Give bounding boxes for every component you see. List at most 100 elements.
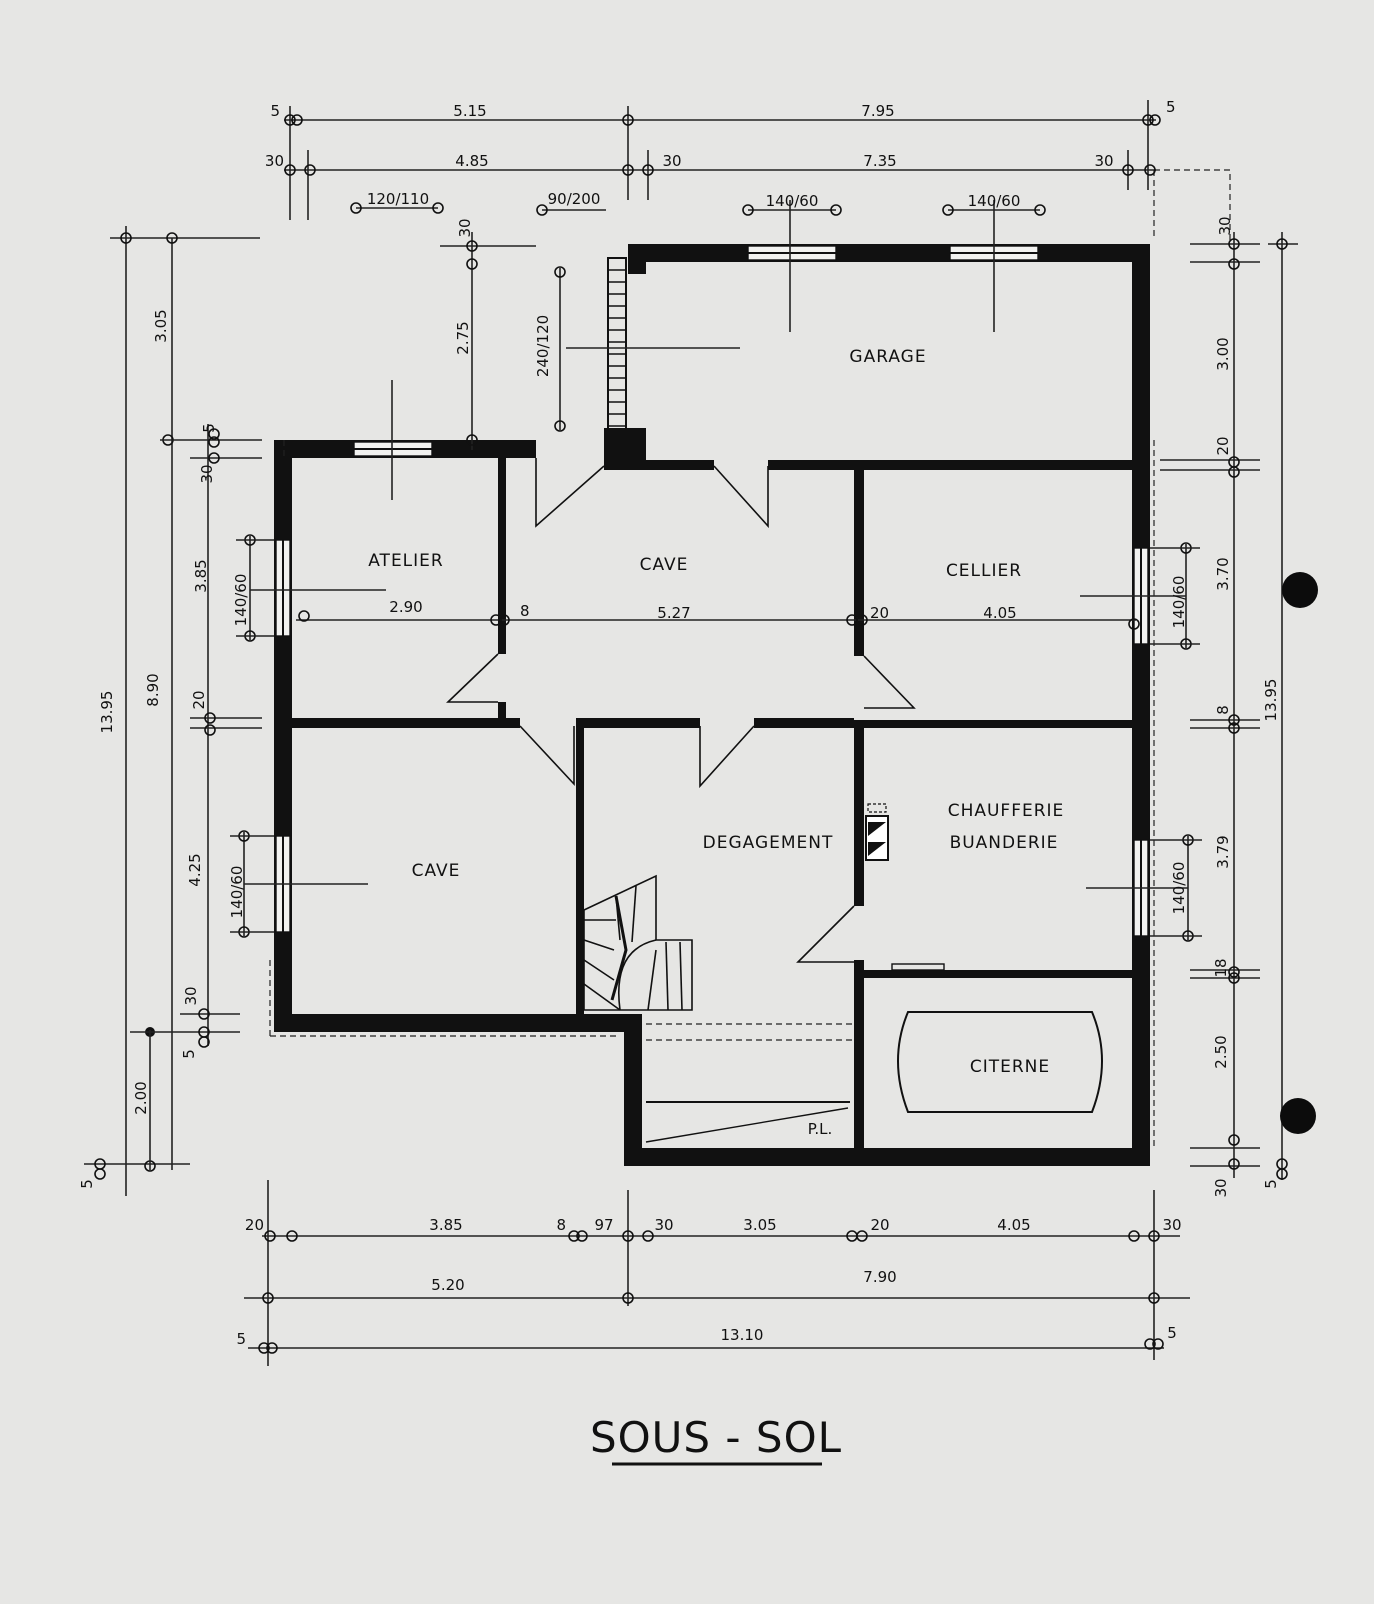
svg-text:5.15: 5.15 <box>453 102 486 120</box>
wall-bottom-left <box>274 1014 642 1032</box>
wall-degagement-chaufferie <box>854 720 864 906</box>
svg-text:8: 8 <box>556 1216 566 1234</box>
svg-text:2.50: 2.50 <box>1212 1035 1230 1068</box>
svg-text:240/120: 240/120 <box>534 315 552 377</box>
svg-text:2.90: 2.90 <box>389 598 422 616</box>
wall-notch-vertical <box>624 1014 642 1166</box>
room-garage: GARAGE <box>849 347 926 367</box>
svg-text:30: 30 <box>198 464 216 483</box>
room-buanderie: BUANDERIE <box>950 833 1059 853</box>
garage-exterior-stair <box>607 257 627 435</box>
svg-text:5: 5 <box>270 102 280 120</box>
svg-text:5.20: 5.20 <box>431 1276 464 1294</box>
wall-degagement-top-left <box>576 718 700 728</box>
svg-text:30: 30 <box>182 986 200 1005</box>
dimensions-interior: 2.90 8 5.27 20 4.05 <box>296 598 1140 630</box>
wall-atelier-cave <box>498 458 506 654</box>
wall-garage-bottom-left <box>604 460 714 470</box>
svg-text:30: 30 <box>662 152 681 170</box>
room-labels: GARAGE ATELIER CAVE CELLIER CAVE DEGAGEM… <box>368 347 1065 1138</box>
svg-text:3.05: 3.05 <box>743 1216 776 1234</box>
wall-garage-post-top <box>628 244 646 274</box>
svg-text:140/60: 140/60 <box>1170 576 1188 629</box>
room-cellier: CELLIER <box>946 561 1022 581</box>
svg-text:4.05: 4.05 <box>983 604 1016 622</box>
svg-text:20: 20 <box>870 1216 889 1234</box>
svg-text:5: 5 <box>180 1049 198 1059</box>
svg-text:140/60: 140/60 <box>228 866 246 919</box>
wall-cave-cellier <box>854 470 864 656</box>
wall-left <box>274 440 292 1032</box>
door-garage <box>713 465 769 529</box>
room-chaufferie: CHAUFFERIE <box>948 801 1065 821</box>
svg-text:140/60: 140/60 <box>766 192 819 210</box>
svg-text:7.90: 7.90 <box>863 1268 896 1286</box>
svg-text:20: 20 <box>870 604 889 622</box>
door-atelier <box>446 653 499 703</box>
svg-text:2.00: 2.00 <box>132 1081 150 1114</box>
svg-text:90/200: 90/200 <box>548 190 601 208</box>
svg-text:5: 5 <box>1167 1324 1177 1342</box>
dimensions-top: 5 5.15 7.95 5 30 4.85 30 7.35 30 120/110… <box>265 98 1176 332</box>
svg-text:4.25: 4.25 <box>186 853 204 886</box>
svg-text:30: 30 <box>456 218 474 237</box>
svg-text:30: 30 <box>654 1216 673 1234</box>
svg-text:7.35: 7.35 <box>863 152 896 170</box>
windows <box>275 245 1149 937</box>
svg-text:5: 5 <box>78 1179 96 1189</box>
wall-citerne-top <box>864 970 1132 978</box>
svg-text:5: 5 <box>236 1330 246 1348</box>
binder-hole-top <box>1282 572 1318 608</box>
svg-text:3.70: 3.70 <box>1214 557 1232 590</box>
binder-hole-bottom <box>1280 1098 1316 1134</box>
svg-text:140/60: 140/60 <box>232 574 250 627</box>
svg-text:20: 20 <box>190 690 208 709</box>
svg-text:3.85: 3.85 <box>429 1216 462 1234</box>
svg-text:5: 5 <box>1262 1179 1280 1189</box>
plan-title: SOUS - SOL <box>590 1413 842 1462</box>
svg-text:30: 30 <box>1216 216 1234 235</box>
dimensions-bottom: 20 3.85 8 97 30 3.05 20 4.05 30 5.20 7.9… <box>236 1180 1190 1366</box>
svg-text:20: 20 <box>245 1216 264 1234</box>
svg-text:8: 8 <box>520 602 530 620</box>
wall-degagement-citerne <box>854 960 864 1156</box>
wall-atelier-bottom <box>292 718 520 728</box>
door-degagement <box>699 725 755 789</box>
svg-text:3.79: 3.79 <box>1214 835 1232 868</box>
svg-text:120/110: 120/110 <box>367 190 429 208</box>
svg-text:3.00: 3.00 <box>1214 337 1232 370</box>
svg-text:2.75: 2.75 <box>454 321 472 354</box>
label-pl: P.L. <box>808 1120 833 1138</box>
chimney-flues <box>865 803 889 861</box>
wall-right <box>1132 244 1150 1166</box>
svg-text:30: 30 <box>265 152 284 170</box>
svg-text:97: 97 <box>594 1216 613 1234</box>
radiator <box>891 963 945 971</box>
walls <box>274 244 1150 1166</box>
wall-garage-top <box>628 244 1148 262</box>
interior-stairs <box>583 874 693 1011</box>
dimensions-left: 13.95 5 3.05 8.90 2.00 5 30 3.85 20 4.25… <box>78 218 740 1196</box>
wall-cellier-bottom <box>864 720 1132 728</box>
svg-text:140/60: 140/60 <box>1170 862 1188 915</box>
door-chaufferie <box>796 905 855 963</box>
wall-cave-degagement <box>576 720 584 1020</box>
svg-text:13.10: 13.10 <box>721 1326 764 1344</box>
room-cave-top: CAVE <box>640 555 689 575</box>
svg-text:3.85: 3.85 <box>192 559 210 592</box>
dimensions-right: 30 3.00 20 3.70 8 3.79 18 2.50 30 13.95 … <box>1080 216 1298 1198</box>
svg-text:30: 30 <box>1162 1216 1181 1234</box>
svg-text:8.90: 8.90 <box>144 673 162 706</box>
svg-text:30: 30 <box>1094 152 1113 170</box>
door-cave-bottom <box>519 725 575 787</box>
svg-text:18: 18 <box>1212 958 1230 977</box>
door-cave-left <box>535 458 605 528</box>
svg-text:20: 20 <box>1214 436 1232 455</box>
room-degagement: DEGAGEMENT <box>703 833 834 853</box>
doors <box>446 257 916 963</box>
svg-text:13.95: 13.95 <box>98 691 116 734</box>
wall-bottom-right <box>624 1148 1150 1166</box>
door-cellier <box>863 655 916 709</box>
room-cave-bottom: CAVE <box>412 861 461 881</box>
